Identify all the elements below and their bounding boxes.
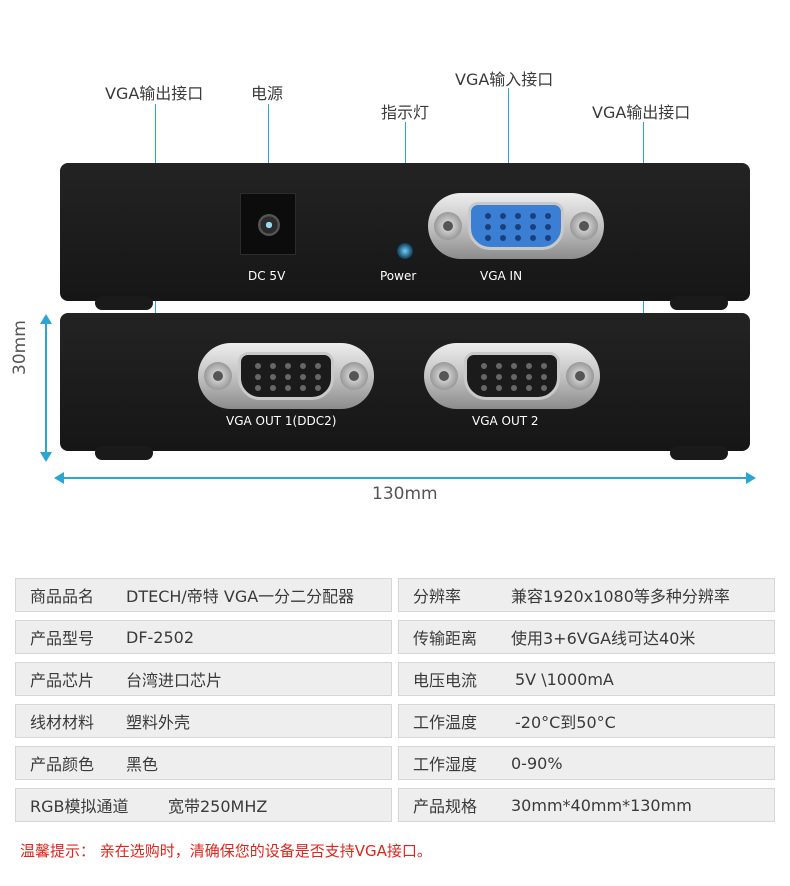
- callout-vga-output-right: VGA输出接口: [592, 103, 691, 122]
- arrow-up-icon: [40, 314, 52, 324]
- arrow-down-icon: [40, 452, 52, 462]
- dc-jack-socket-icon: [258, 214, 280, 236]
- device-input-panel: DC 5V Power VGA IN: [60, 163, 750, 301]
- spec-cell-right: 分辨率 兼容1920x1080等多种分辨率: [398, 578, 775, 612]
- purchase-tip: 温馨提示： 亲在选购时，清确保您的设备是否支持VGA接口。: [20, 842, 432, 860]
- callout-power-source: 电源: [251, 84, 284, 103]
- dc-label: DC 5V: [248, 269, 286, 283]
- screw-icon: [434, 212, 462, 240]
- spec-cell-right: 工作温度 -20°C到50°C: [398, 704, 775, 738]
- spec-key: 工作湿度: [413, 755, 478, 774]
- spec-cell-right: 电压电流 5V \1000mA: [398, 662, 775, 696]
- spec-key: 产品颜色: [30, 755, 95, 774]
- height-dimension-line: [45, 320, 47, 454]
- spec-value: DTECH/帝特 VGA一分二分配器: [126, 587, 355, 606]
- leader-vga-in: [508, 88, 509, 216]
- screw-icon: [430, 362, 458, 390]
- spec-key: RGB模拟通道: [30, 797, 129, 816]
- spec-cell-left: 商品品名 DTECH/帝特 VGA一分二分配器: [15, 578, 392, 612]
- spec-key: 电压电流: [413, 671, 478, 690]
- spec-value: 5V \1000mA: [515, 669, 614, 689]
- spec-value: -20°C到50°C: [515, 713, 616, 732]
- vga-out2-port: [424, 343, 600, 409]
- spec-value: 塑料外壳: [126, 713, 191, 732]
- screw-icon: [340, 362, 368, 390]
- arrow-right-icon: [746, 472, 756, 484]
- foot-upper-right: [670, 296, 728, 310]
- vga-in-label: VGA IN: [480, 269, 523, 283]
- spec-cell-right: 传输距离 使用3+6VGA线可达40米: [398, 620, 775, 654]
- vga-in-port: [428, 193, 604, 259]
- screw-icon: [570, 212, 598, 240]
- spec-key: 传输距离: [413, 629, 478, 648]
- spec-key: 线材材料: [30, 713, 95, 732]
- spec-key: 产品规格: [413, 797, 478, 816]
- screw-icon: [204, 362, 232, 390]
- height-dimension: 30mm: [10, 320, 30, 375]
- vga-out1-face: [238, 352, 334, 400]
- spec-value: 宽带250MHZ: [168, 797, 268, 816]
- spec-cell-left: 产品芯片 台湾进口芯片: [15, 662, 392, 696]
- spec-key: 产品芯片: [30, 671, 95, 690]
- spec-value: 使用3+6VGA线可达40米: [511, 629, 696, 648]
- spec-value: 0-90%: [511, 753, 563, 773]
- vga-out2-label: VGA OUT 2: [472, 414, 539, 428]
- foot-lower-right: [670, 446, 728, 460]
- dc-jack: [240, 193, 296, 255]
- spec-key: 分辨率: [413, 587, 462, 606]
- foot-lower-left: [95, 446, 153, 460]
- vga-out2-face: [464, 352, 560, 400]
- vga-in-face: [468, 202, 564, 250]
- callout-vga-output-left: VGA输出接口: [105, 84, 204, 103]
- spec-value: 30mm*40mm*130mm: [511, 795, 692, 815]
- spec-cell-left: 产品型号 DF-2502: [15, 620, 392, 654]
- arrow-left-icon: [54, 472, 64, 484]
- width-dimension-line: [60, 477, 748, 479]
- device-output-panel: VGA OUT 1(DDC2) VGA OUT 2: [60, 313, 750, 451]
- screw-icon: [566, 362, 594, 390]
- spec-key: 商品品名: [30, 587, 95, 606]
- foot-upper-left: [95, 296, 153, 310]
- callout-vga-input: VGA输入接口: [455, 70, 554, 89]
- spec-cell-left: 产品颜色 黑色: [15, 746, 392, 780]
- vga-out1-port: [198, 343, 374, 409]
- callout-indicator: 指示灯: [381, 103, 430, 122]
- spec-cell-right: 产品规格 30mm*40mm*130mm: [398, 788, 775, 822]
- spec-value: 黑色: [126, 755, 159, 774]
- spec-key: 产品型号: [30, 629, 95, 648]
- power-led-icon: [397, 243, 413, 259]
- spec-value: 兼容1920x1080等多种分辨率: [511, 587, 730, 606]
- leader-power-source: [268, 104, 269, 220]
- spec-value: DF-2502: [126, 627, 195, 647]
- width-dimension: 130mm: [372, 484, 438, 504]
- spec-cell-left: 线材材料 塑料外壳: [15, 704, 392, 738]
- spec-value: 台湾进口芯片: [126, 671, 223, 690]
- spec-cell-right: 工作湿度 0-90%: [398, 746, 775, 780]
- power-label: Power: [380, 269, 417, 283]
- spec-key: 工作温度: [413, 713, 478, 732]
- spec-cell-left: RGB模拟通道 宽带250MHZ: [15, 788, 392, 822]
- vga-out1-label: VGA OUT 1(DDC2): [226, 414, 337, 428]
